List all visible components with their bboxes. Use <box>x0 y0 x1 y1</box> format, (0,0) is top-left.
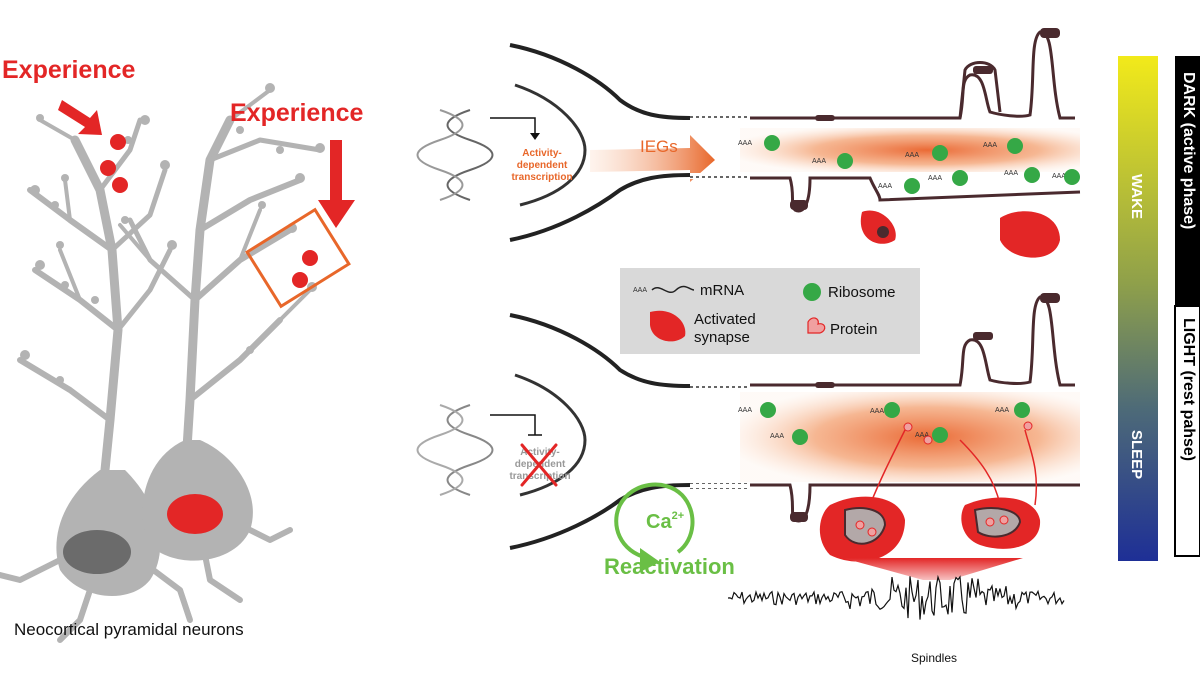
wake-nucleus-outline <box>514 83 587 207</box>
svg-text:AAA: AAA <box>928 175 942 182</box>
nucleus-inactive <box>63 530 131 574</box>
legend-polya-tag: AAA <box>633 287 647 294</box>
svg-text:AAA: AAA <box>983 142 997 149</box>
experience-label-2: Experience <box>230 99 364 127</box>
protein-legend-icon <box>807 317 826 334</box>
legend-mrna-label: mRNA <box>700 282 744 299</box>
calcium-label: Ca2+ <box>646 510 684 533</box>
wake-activated-synapses <box>860 210 1060 258</box>
svg-text:AAA: AAA <box>870 408 884 415</box>
phase-bar: WAKE SLEEP DARK (active phase) LIGHT (re… <box>1118 56 1200 561</box>
ieg-label: IEGs <box>640 137 678 156</box>
spindle-funnel <box>843 558 1023 580</box>
wake-dendrite-cytoplasm <box>740 128 1080 172</box>
wake-ribosome-icons <box>764 135 1080 194</box>
wake-spine-bumps <box>790 28 1060 210</box>
sleep-label: SLEEP <box>1128 430 1145 479</box>
svg-text:AAA: AAA <box>905 152 919 159</box>
wake-soma-outline-top <box>509 43 691 120</box>
svg-text:AAA: AAA <box>738 407 752 414</box>
svg-text:AAA: AAA <box>1052 173 1066 180</box>
wake-sleep-gradient-bar <box>1118 56 1158 561</box>
dendritic-spines <box>20 83 325 384</box>
sleep-ribosome-icons <box>760 402 1030 445</box>
legend-ribosome-label: Ribosome <box>828 284 896 301</box>
wake-polya-tags: AAA AAA AAA AAA AAA AAA AAA AAA <box>738 140 1066 190</box>
svg-text:AAA: AAA <box>770 433 784 440</box>
dark-phase-block <box>1175 56 1200 306</box>
experience-arrows <box>58 100 355 228</box>
legend-protein-label: Protein <box>830 321 878 338</box>
dna-helix-sleep-icon <box>416 404 494 496</box>
svg-text:AAA: AAA <box>915 432 929 439</box>
spindle-trace <box>727 574 1065 620</box>
wake-soma-outline-bottom <box>509 173 691 242</box>
reactivation-label: Reactivation <box>604 554 735 579</box>
blocked-cross-icon <box>520 443 558 487</box>
pyramidal-neurons-illustration <box>0 88 323 643</box>
synapse-legend-icon <box>650 310 686 342</box>
mrna-legend-icon <box>651 285 695 293</box>
nucleus-activated <box>167 494 223 534</box>
sleep-spine-bumps <box>790 293 1060 522</box>
svg-text:AAA: AAA <box>1004 170 1018 177</box>
neuron-somas <box>56 440 253 597</box>
activated-synapses-left <box>100 134 318 288</box>
wake-label: WAKE <box>1128 174 1145 219</box>
ieg-arrow <box>590 135 715 182</box>
calcium-reactivation-icon <box>614 482 695 560</box>
svg-text:AAA: AAA <box>738 140 752 147</box>
zoom-box <box>245 207 351 309</box>
svg-text:AAA: AAA <box>995 407 1009 414</box>
experience-arrow-1 <box>58 100 102 135</box>
spindles-label: Spindles <box>911 651 957 665</box>
ribosome-legend-icon <box>803 283 821 301</box>
dark-phase-label: DARK (active phase) <box>1180 72 1197 229</box>
light-phase-label: LIGHT (rest pahse) <box>1180 318 1197 461</box>
sleep-dendrite-cytoplasm <box>740 392 1080 482</box>
protein-icons <box>855 421 1033 537</box>
protein-synthesis-arrows <box>869 429 1038 506</box>
svg-text:AAA: AAA <box>878 183 892 190</box>
dna-helix-wake-icon <box>416 109 494 201</box>
light-phase-block <box>1174 305 1200 557</box>
sleep-soma-outline-top <box>509 313 691 388</box>
neurons-caption: Neocortical pyramidal neurons <box>14 620 244 639</box>
sleep-polya-tags: AAA AAA AAA AAA AAA <box>738 407 1009 440</box>
svg-text:AAA: AAA <box>812 158 826 165</box>
experience-arrow-2 <box>318 140 355 228</box>
experience-label-1: Experience <box>2 56 136 84</box>
